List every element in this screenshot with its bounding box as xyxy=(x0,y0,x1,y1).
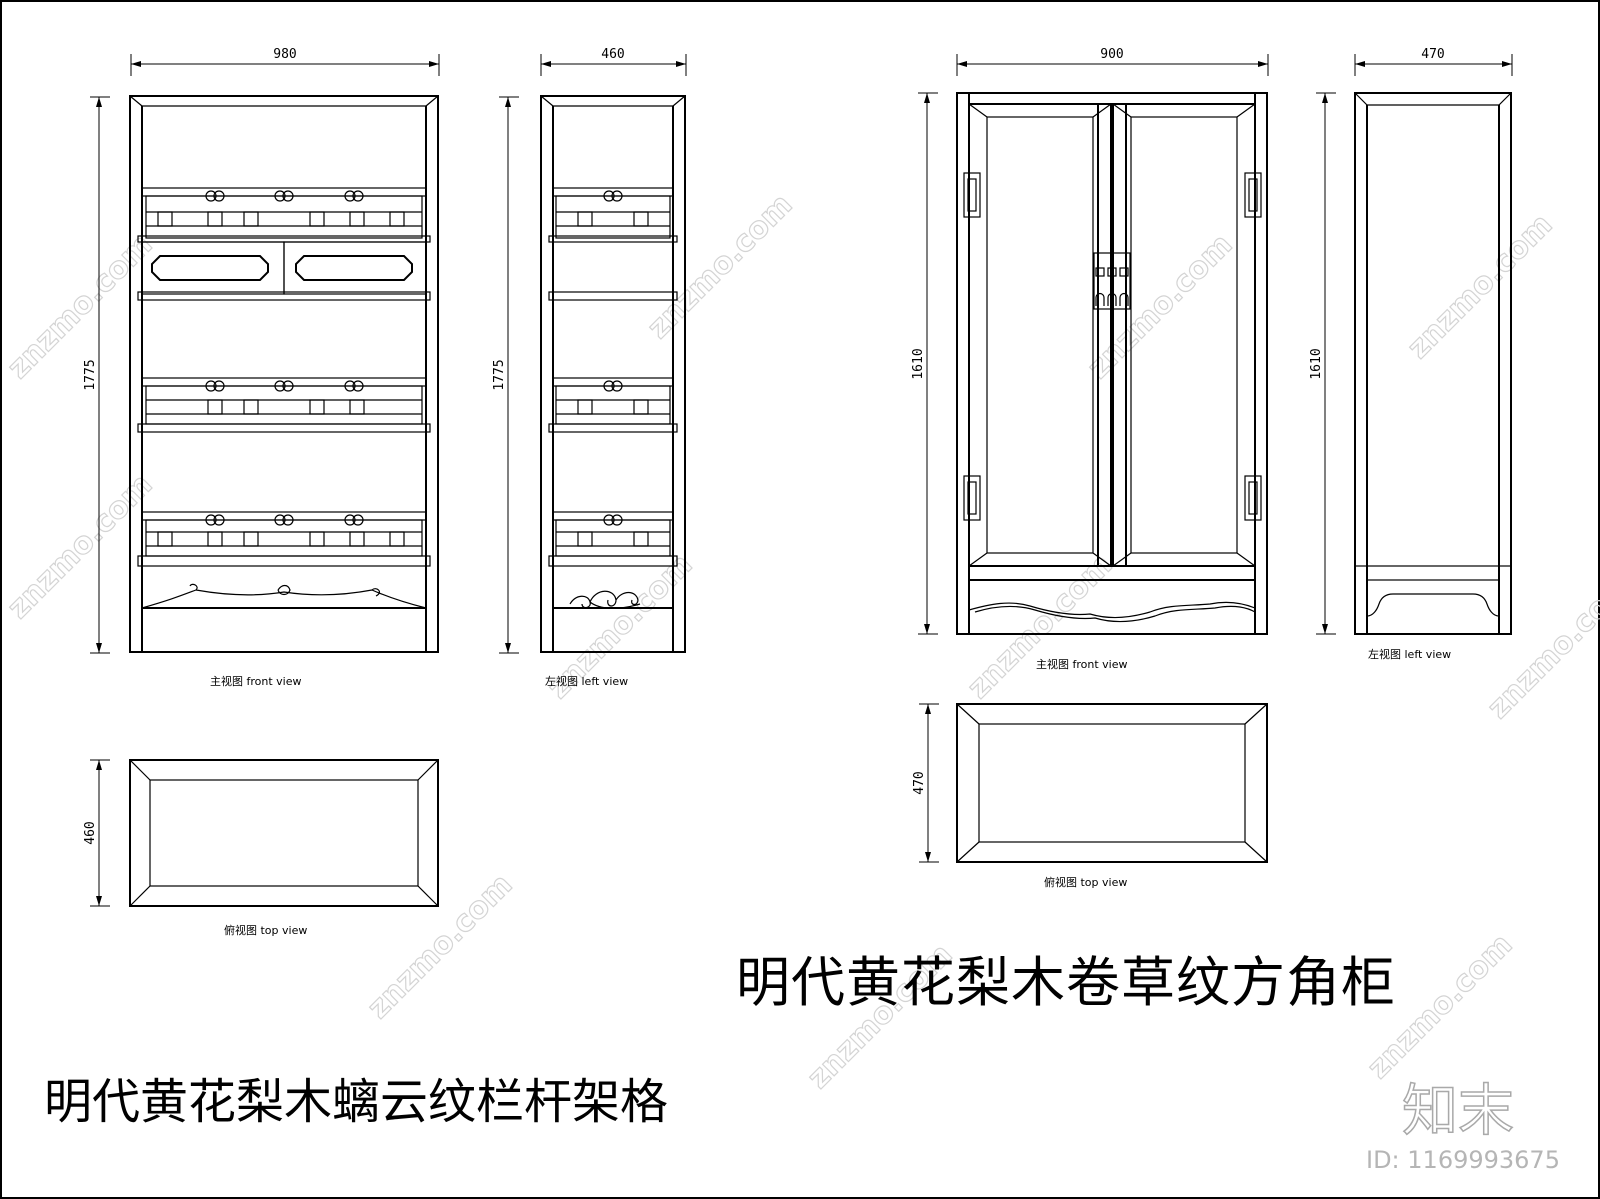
asset-id: ID: 1169993675 xyxy=(1366,1146,1560,1174)
svg-text:znzmo.com: znzmo.com xyxy=(1,467,160,626)
dim-right-side-depth: 470 xyxy=(1421,47,1444,62)
left-cabinet-title: 明代黄花梨木螭云纹栏杆架格 xyxy=(44,1074,669,1130)
svg-text:znzmo.com: znzmo.com xyxy=(641,187,800,346)
left-cabinet-front-view: 980 1775 xyxy=(83,47,440,654)
right-cabinet-title: 明代黄花梨木卷草纹方角柜 xyxy=(736,951,1396,1014)
label-left-front-view: 主视图 front view xyxy=(210,674,302,688)
label-right-front-view: 主视图 front view xyxy=(1036,657,1128,671)
right-cabinet-top-view: 470 xyxy=(912,703,1268,863)
left-cabinet-top-view: 460 xyxy=(83,759,439,907)
right-cabinet-side-view: 470 1610 xyxy=(1309,47,1513,635)
dim-right-front-height: 1610 xyxy=(911,348,926,379)
right-cabinet-front-view: 900 1610 xyxy=(911,47,1269,635)
dim-left-front-width: 980 xyxy=(273,47,296,62)
dim-left-top-depth: 460 xyxy=(83,821,98,844)
svg-text:znzmo.com: znzmo.com xyxy=(361,867,520,1026)
dim-left-side-height: 1775 xyxy=(492,359,507,390)
dim-left-side-depth: 460 xyxy=(601,47,624,62)
dim-right-top-depth: 470 xyxy=(912,771,927,794)
svg-text:znzmo.com: znzmo.com xyxy=(1081,227,1240,386)
left-cabinet-side-view: 460 1775 xyxy=(492,47,687,654)
dim-right-side-height: 1610 xyxy=(1309,348,1324,379)
svg-text:znzmo.com: znzmo.com xyxy=(961,547,1120,706)
svg-text:znzmo.com: znzmo.com xyxy=(1,227,160,386)
svg-text:znzmo.com: znzmo.com xyxy=(1401,207,1560,366)
label-left-side-view: 左视图 left view xyxy=(545,674,628,688)
label-right-side-view: 左视图 left view xyxy=(1368,647,1451,661)
label-right-top-view: 俯视图 top view xyxy=(1044,875,1127,889)
dim-left-front-height: 1775 xyxy=(83,359,98,390)
dim-right-front-width: 900 xyxy=(1100,47,1123,62)
label-left-top-view: 俯视图 top view xyxy=(224,923,307,937)
brand-logo: 知末 xyxy=(1401,1078,1515,1145)
